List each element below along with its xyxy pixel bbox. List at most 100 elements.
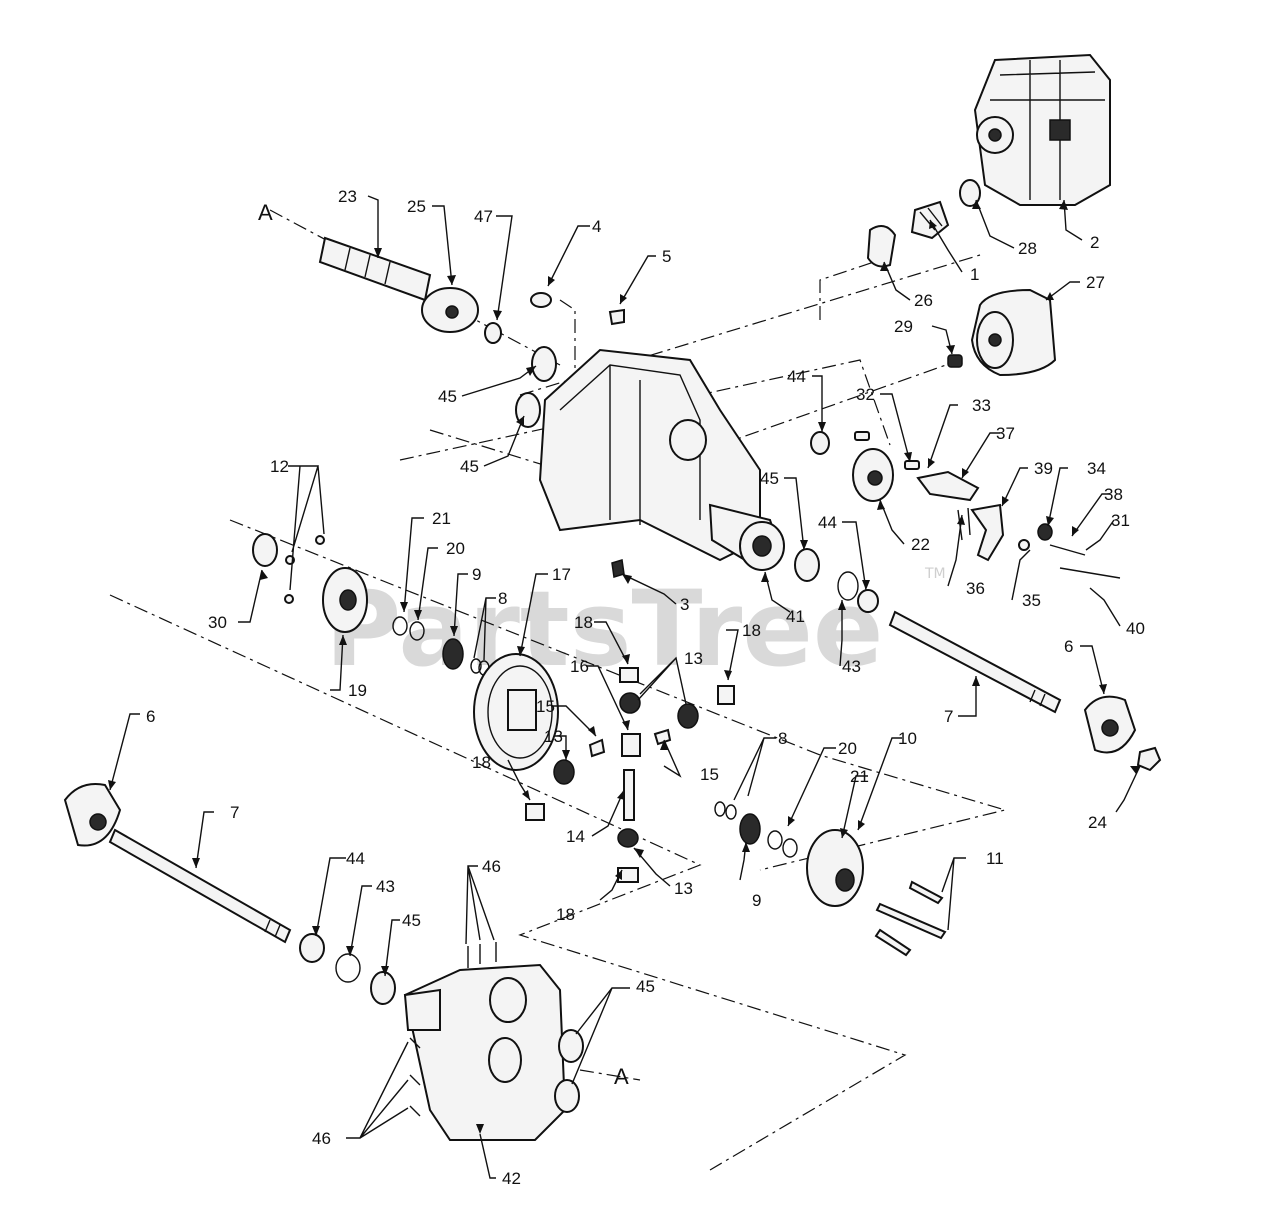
callout-label: 45 [760, 469, 779, 488]
washer-44-upper [810, 431, 830, 455]
callout-label: 31 [1111, 511, 1130, 530]
pin-15 [588, 738, 606, 758]
side-gear-9-right [739, 813, 761, 845]
callout-label: 24 [1088, 813, 1107, 832]
callout-label: 9 [472, 565, 481, 584]
callout-label: 43 [376, 877, 395, 896]
bearing-upper [531, 346, 557, 382]
callout-label: 38 [1104, 485, 1123, 504]
ring-43-left [335, 953, 361, 983]
callout-label: 44 [818, 513, 837, 532]
callout-label: 2 [1090, 233, 1099, 252]
reference-letter-a-top: A [258, 200, 273, 225]
hub-nut [1136, 746, 1162, 772]
callout-label: 45 [402, 911, 421, 930]
brake-arm [970, 503, 1005, 562]
callout-label: 22 [911, 535, 930, 554]
block-18 [717, 685, 735, 705]
left-wheel-hub [63, 783, 122, 847]
washer-44-right [857, 589, 879, 613]
callout-label: 10 [898, 729, 917, 748]
callout-label: 18 [556, 905, 575, 924]
bushing [530, 292, 552, 308]
callout-label: 4 [592, 217, 601, 236]
check-valve [947, 354, 963, 368]
callout-label: 25 [407, 197, 426, 216]
cross-block-16 [621, 733, 641, 757]
callout-label: 20 [446, 539, 465, 558]
right-wheel-hub [1083, 695, 1137, 754]
o-ring [959, 179, 981, 207]
watermark-trademark: TM [924, 566, 946, 582]
side-gear-9-left [442, 638, 464, 670]
callout-label: 41 [786, 607, 805, 626]
callout-label: 18 [472, 753, 491, 772]
callout-label: 45 [438, 387, 457, 406]
shim-8 [470, 658, 482, 674]
callout-label: 33 [972, 396, 991, 415]
cylinder-block [970, 288, 1057, 377]
callout-label: 21 [850, 767, 869, 786]
washer-21-left [392, 616, 408, 636]
nut-12 [315, 535, 325, 545]
vent-plug [608, 308, 625, 326]
callout-label: 8 [778, 729, 787, 748]
callout-label: 43 [842, 657, 861, 676]
callout-label: 18 [574, 613, 593, 632]
seal-plate [866, 225, 897, 268]
watermark-text: PartsTree [325, 568, 883, 690]
bolt [1049, 544, 1121, 579]
pin-15 [653, 728, 672, 746]
block-18 [525, 803, 545, 821]
callout-label: 36 [966, 579, 985, 598]
callout-label: 15 [536, 697, 555, 716]
nut [1018, 539, 1030, 551]
washer-44-left [299, 933, 325, 963]
callout-label: 15 [700, 765, 719, 784]
shim-8-right [714, 801, 726, 817]
callout-label: 37 [996, 424, 1015, 443]
callout-label: 28 [1018, 239, 1037, 258]
callout-leaders [109, 195, 1141, 1179]
callout-label: 12 [270, 457, 289, 476]
thrust-washer [484, 322, 502, 344]
callout-label: 46 [312, 1129, 331, 1148]
callout-label: 30 [208, 613, 227, 632]
callout-label: 18 [742, 621, 761, 640]
pinion-13 [619, 692, 641, 714]
callout-label: 6 [146, 707, 155, 726]
callout-label: 46 [482, 857, 501, 876]
callout-label: 17 [552, 565, 571, 584]
block-18 [619, 667, 639, 683]
pinion-13 [617, 828, 639, 848]
callout-label: 44 [787, 367, 806, 386]
lower-housing [403, 963, 567, 1141]
callout-label: 29 [894, 317, 913, 336]
callout-label: 3 [680, 595, 689, 614]
callout-label: 7 [230, 803, 239, 822]
reference-letter-a-bottom: A [614, 1064, 629, 1089]
callout-label: 13 [544, 727, 563, 746]
washer-20-left [409, 621, 425, 641]
bearing-45-right [794, 548, 820, 582]
callout-label: 23 [338, 187, 357, 206]
bolts-11 [874, 880, 947, 957]
callout-label: 16 [570, 657, 589, 676]
callout-label: 35 [1022, 591, 1041, 610]
callout-label: 13 [674, 879, 693, 898]
bearing-45-left [370, 971, 396, 1005]
callout-label: 32 [856, 385, 875, 404]
callout-label: 39 [1034, 459, 1053, 478]
callout-label: 7 [944, 707, 953, 726]
vent-fitting [611, 559, 625, 578]
input-shaft [318, 236, 479, 333]
right-axle [888, 610, 1062, 714]
callout-label: 5 [662, 247, 671, 266]
callout-label: 21 [432, 509, 451, 528]
hydrostatic-pump-unit [973, 53, 1111, 206]
callout-label: 26 [914, 291, 933, 310]
washer-20-right [767, 830, 783, 850]
brake-rotor [852, 448, 894, 502]
bearing-45-housing [554, 1079, 580, 1113]
